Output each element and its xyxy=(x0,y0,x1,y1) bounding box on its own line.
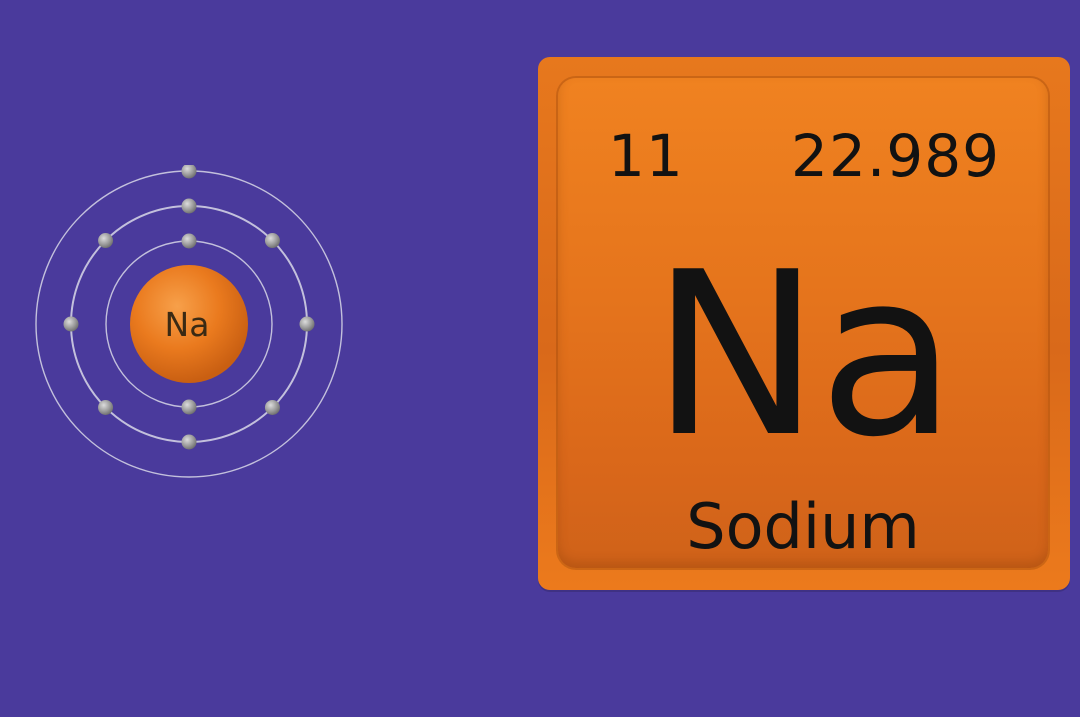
element-name: Sodium xyxy=(686,490,920,563)
electron xyxy=(181,165,197,179)
electron xyxy=(299,316,315,332)
electron xyxy=(98,233,114,249)
element-tile-face: 11 22.989 Na Sodium xyxy=(558,78,1048,568)
element-symbol: Na xyxy=(651,224,957,487)
bohr-model-svg: Na xyxy=(35,165,343,478)
electron xyxy=(181,198,197,214)
electron xyxy=(181,399,197,415)
element-tile: 11 22.989 Na Sodium xyxy=(538,57,1070,590)
electron xyxy=(63,316,79,332)
nucleus xyxy=(130,265,248,383)
nucleus-label: Na xyxy=(165,305,210,344)
electron xyxy=(264,399,280,415)
atomic-mass: 22.989 xyxy=(791,122,1000,190)
bohr-model: Na xyxy=(30,165,348,483)
electron xyxy=(181,233,197,249)
atomic-number: 11 xyxy=(608,122,684,190)
electrons xyxy=(63,165,315,450)
electron xyxy=(264,233,280,249)
electron xyxy=(181,434,197,450)
electron xyxy=(98,399,114,415)
